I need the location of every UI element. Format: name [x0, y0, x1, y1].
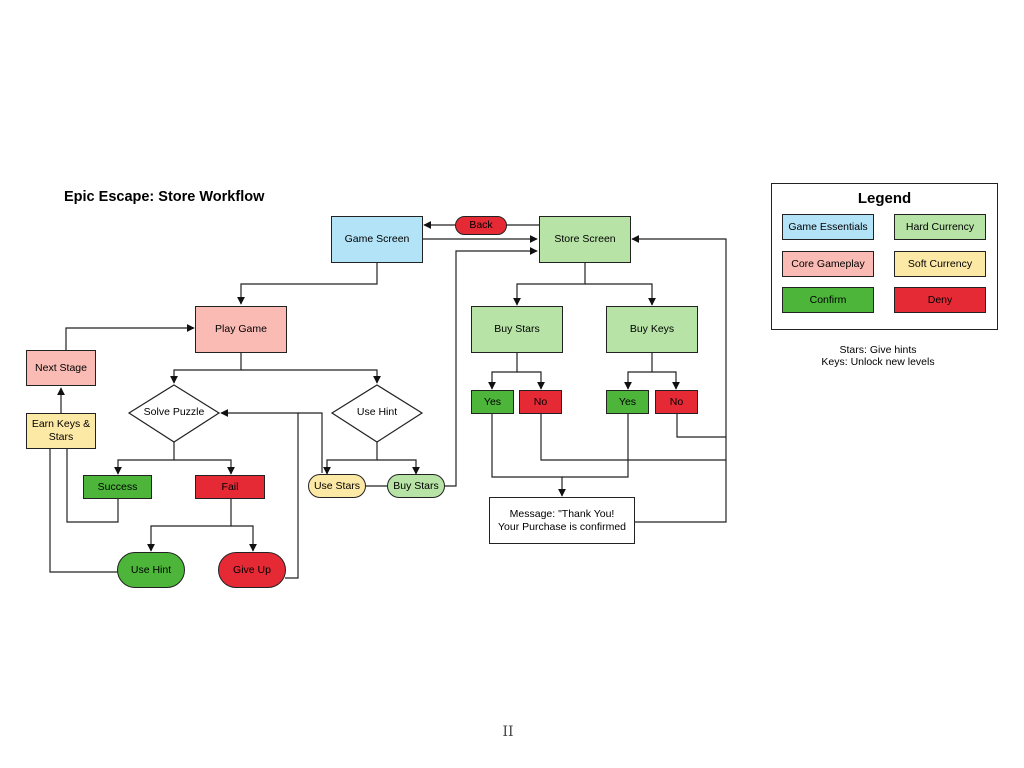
- edge-keys-yes-to-message: [562, 414, 629, 478]
- legend-deny: Deny: [894, 287, 986, 313]
- edge-buystars-to-no: [517, 371, 545, 390]
- edge-keys-no-to-store: [676, 414, 726, 438]
- note-stars: Stars: Give hints: [839, 344, 917, 356]
- edge-buykeys-to-no: [652, 371, 680, 390]
- edge-fail-split: [147, 499, 232, 552]
- edge-usestars-to-solve: [298, 412, 323, 473]
- keys-yes-node: Yes: [606, 390, 649, 414]
- edge-success-to-earn: [66, 449, 119, 523]
- buy-stars-node: Buy Stars: [471, 306, 563, 353]
- earn-keys-stars-node: Earn Keys & Stars: [26, 413, 96, 449]
- edge-store-to-keys: [585, 283, 656, 306]
- legend-title: Legend: [857, 190, 912, 207]
- play-game-node: Play Game: [195, 306, 287, 353]
- page-number: II: [502, 724, 514, 740]
- use-hint-node: Use Hint: [117, 552, 185, 588]
- give-up-node: Give Up: [218, 552, 286, 588]
- diagram-title: Epic Escape: Store Workflow: [64, 189, 265, 205]
- edge-buystars-split: [488, 352, 518, 390]
- edge-stars-no-to-store: [540, 414, 726, 461]
- note-keys: Keys: Unlock new levels: [821, 356, 935, 368]
- edge-play-to-hint: [241, 369, 381, 384]
- stars-no-node: No: [519, 390, 562, 414]
- edge-hint-split: [323, 442, 378, 475]
- edge-next-to-play: [65, 324, 195, 350]
- edge-giveup-to-solve: [220, 409, 299, 579]
- game-screen-node: Game Screen: [331, 216, 423, 263]
- keys-no-node: No: [655, 390, 698, 414]
- next-stage-node: Next Stage: [26, 350, 96, 386]
- stars-yes-node: Yes: [471, 390, 514, 414]
- edge-usehint-to-earn: [49, 449, 118, 573]
- legend-game-essentials: Game Essentials: [782, 214, 874, 240]
- edge-buykeys-split: [624, 352, 653, 390]
- solve-puzzle-label: Solve Puzzle: [143, 406, 205, 418]
- message-node: Message: "Thank You! Your Purchase is co…: [489, 497, 635, 544]
- legend-box: Legend: [771, 183, 998, 330]
- buy-stars-capsule-node: Buy Stars: [387, 474, 445, 498]
- legend-confirm: Confirm: [782, 287, 874, 313]
- edge-store-split: [513, 263, 586, 306]
- store-screen-node: Store Screen: [539, 216, 631, 263]
- edge-solve-split: [114, 442, 175, 475]
- edge-solve-to-fail: [174, 459, 235, 475]
- legend-soft-currency: Soft Currency: [894, 251, 986, 277]
- use-hint-decision-label: Use Hint: [356, 406, 398, 418]
- edge-message-to-store: [631, 235, 727, 523]
- edge-game-to-play: [237, 263, 378, 305]
- edge-fail-to-giveup: [231, 525, 257, 552]
- edge-buystars-to-store: [444, 247, 538, 487]
- legend-core-gameplay: Core Gameplay: [782, 251, 874, 277]
- edge-hint-to-buy: [377, 459, 420, 475]
- use-hint-diamond: [330, 384, 424, 443]
- solve-puzzle-diamond: [127, 384, 221, 443]
- use-stars-node: Use Stars: [308, 474, 366, 498]
- fail-node: Fail: [195, 475, 265, 499]
- buy-keys-node: Buy Keys: [606, 306, 698, 353]
- success-node: Success: [83, 475, 152, 499]
- legend-hard-currency: Hard Currency: [894, 214, 986, 240]
- back-node: Back: [455, 216, 507, 235]
- edge-play-split: [170, 352, 242, 384]
- edge-stars-yes-to-message: [491, 414, 566, 497]
